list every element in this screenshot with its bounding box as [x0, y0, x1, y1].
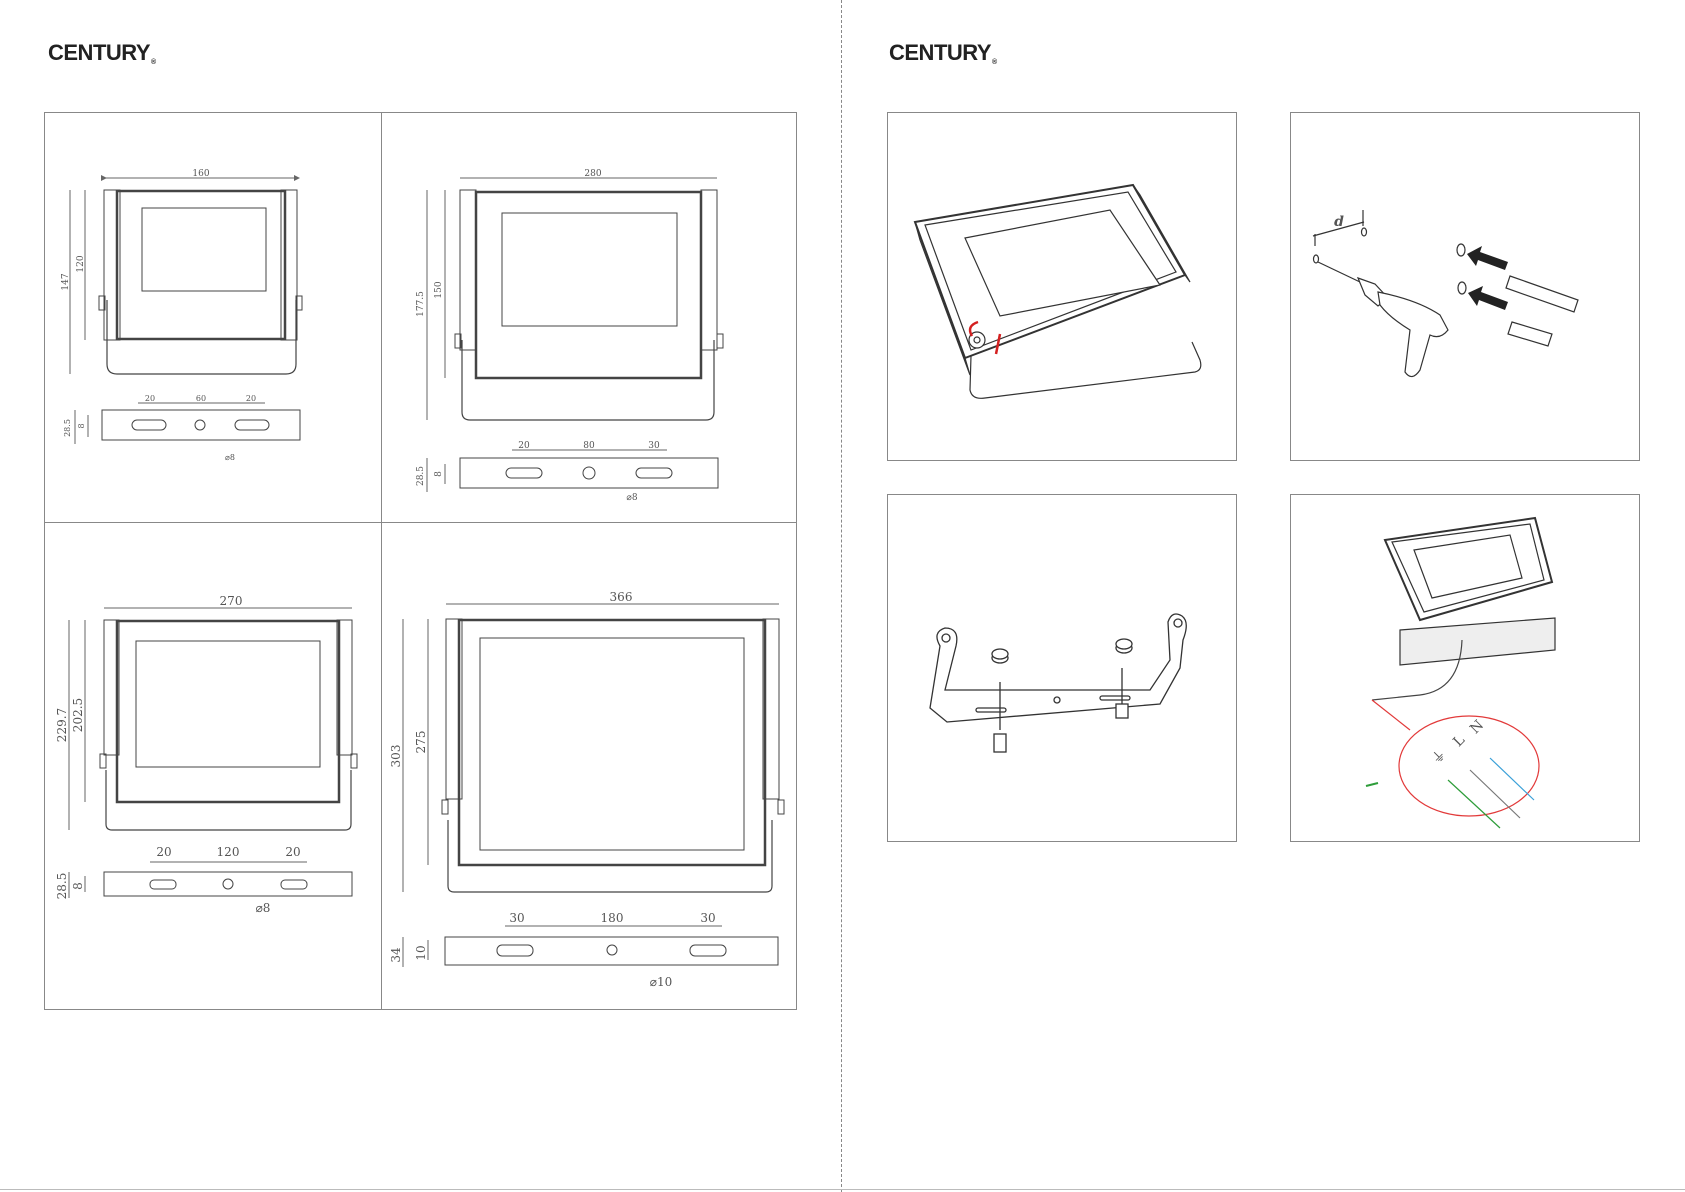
- screw-icon: [1366, 783, 1378, 786]
- wire-neutral-label: N: [1467, 717, 1487, 737]
- step2-insert-arrows: [1467, 246, 1508, 310]
- step1-floodlight-tilt: [915, 185, 1201, 398]
- step3-mounting-bracket: [930, 614, 1186, 752]
- drill-distance-label: d: [1334, 214, 1344, 230]
- wire-live-label: L: [1450, 732, 1468, 750]
- step4-connection-detail: [1372, 700, 1539, 828]
- step4-mounted-floodlight: [1385, 518, 1555, 665]
- wire-ground-label: ⏚: [1429, 747, 1450, 768]
- step2-drill-and-plugs: [1313, 210, 1578, 377]
